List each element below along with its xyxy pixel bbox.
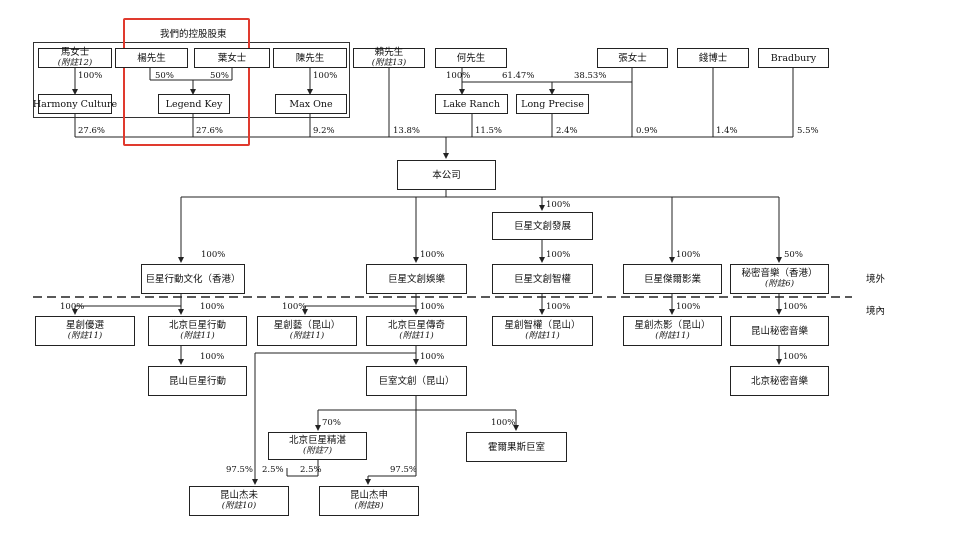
pct-he-long: 61.47% xyxy=(502,71,535,81)
sub-ks-action: 昆山巨星行動 xyxy=(148,366,247,396)
pct-hk-bj-action: 100% xyxy=(200,302,225,312)
shareholder-bradbury: Bradbury xyxy=(758,48,829,68)
pct-maxone-co: 9.2% xyxy=(313,126,335,136)
pct-bj-legend-jiewei: 97.5% xyxy=(226,465,254,475)
pct-ip-ip-ks: 100% xyxy=(546,302,571,312)
sub-dev: 巨星文創發展 xyxy=(492,212,593,240)
sub-bj-legend: 北京巨星傳奇 (附註11) xyxy=(366,316,467,346)
pct-chen-maxone: 100% xyxy=(313,71,338,81)
pct-zhang-long: 38.53% xyxy=(574,71,607,81)
pct-secret-ks-secret: 100% xyxy=(783,302,808,312)
pct-lai-co: 13.8% xyxy=(393,126,421,136)
shareholder-ye: 葉女士 xyxy=(194,48,270,68)
pct-bradbury-co: 5.5% xyxy=(797,126,819,136)
pct-long-co: 2.4% xyxy=(556,126,578,136)
sub-ks-jieshen: 昆山杰申 (附註8) xyxy=(319,486,419,516)
holdco-harmony-culture: Harmony Culture xyxy=(33,94,117,114)
pct-legend-co: 27.6% xyxy=(196,126,224,136)
sub-ip-ks: 星創智權（昆山） (附註11) xyxy=(492,316,593,346)
pct-lake-co: 11.5% xyxy=(475,126,503,136)
pct-jieer-jieying: 100% xyxy=(676,302,701,312)
pct-ma-harmony: 100% xyxy=(78,71,103,81)
pct-bj-action-ks-action: 100% xyxy=(200,352,225,362)
holdco-long-precise: Long Precise xyxy=(516,94,589,114)
company-box: 本公司 xyxy=(397,160,496,190)
sub-ks-secret: 昆山秘密音樂 xyxy=(730,316,829,346)
controlling-group-title: 我們的控股股東 xyxy=(160,29,227,40)
sub-ent: 巨星文創娛樂 xyxy=(366,264,467,294)
pct-ks-wen-jingzhan: 70% xyxy=(322,418,341,428)
pct-co-secret-hk: 50% xyxy=(784,250,803,260)
pct-co-jieer: 100% xyxy=(676,250,701,260)
shareholder-he: 何先生 xyxy=(435,48,507,68)
pct-ks-wen-jieshen: 97.5% xyxy=(390,465,418,475)
highlight-frame xyxy=(123,18,250,146)
sub-art-ks: 星創藝（昆山） (附註11) xyxy=(257,316,357,346)
pct-yang-legend: 50% xyxy=(155,71,174,81)
sub-bj-action: 北京巨星行動 (附註11) xyxy=(148,316,247,346)
sub-bj-jingzhan: 北京巨星精湛 (附註7) xyxy=(268,432,367,460)
controlling-shareholders-group xyxy=(33,42,350,118)
pct-bj-legend-ks-wen: 100% xyxy=(420,352,445,362)
pct-qian-co: 1.4% xyxy=(716,126,738,136)
sub-horgos: 霍爾果斯巨室 xyxy=(466,432,567,462)
sub-ks-wenchuang: 巨室文創（昆山） xyxy=(366,366,467,396)
shareholder-ma: 馬女士 (附註12) xyxy=(38,47,112,68)
pct-hk-youxuan: 100% xyxy=(60,302,85,312)
region-offshore-label: 境外 xyxy=(866,274,886,285)
sub-ks-jiewei: 昆山杰未 (附註10) xyxy=(189,486,289,516)
sub-bj-secret: 北京秘密音樂 xyxy=(730,366,829,396)
pct-co-dev: 100% xyxy=(546,200,571,210)
holdco-max-one: Max One xyxy=(275,94,347,114)
pct-ks-wen-horgos: 100% xyxy=(491,418,516,428)
shareholder-yang: 楊先生 xyxy=(115,48,188,68)
pct-co-ent: 100% xyxy=(420,250,445,260)
shareholder-zhang: 張女士 xyxy=(597,48,668,68)
sub-jieer: 巨星傑爾影業 xyxy=(623,264,722,294)
pct-harmony-co: 27.6% xyxy=(78,126,106,136)
region-onshore-label: 境內 xyxy=(866,306,886,317)
pct-jingzhan-jieshen: 2.5% xyxy=(300,465,322,475)
sub-ip: 巨星文創智權 xyxy=(492,264,593,294)
pct-zhang-co: 0.9% xyxy=(636,126,658,136)
sub-hk-action: 巨星行動文化（香港） xyxy=(141,264,245,294)
pct-ye-legend: 50% xyxy=(210,71,229,81)
sub-jieying-ks: 星創杰影（昆山） (附註11) xyxy=(623,316,722,346)
holdco-lake-ranch: Lake Ranch xyxy=(435,94,508,114)
sub-youxuan: 星創優選 (附註11) xyxy=(35,316,135,346)
shareholder-chen: 陳先生 xyxy=(273,48,347,68)
pct-he-lake: 100% xyxy=(446,71,471,81)
pct-dev-ip: 100% xyxy=(546,250,571,260)
pct-ent-art: 100% xyxy=(282,302,307,312)
shareholder-lai: 賴先生 (附註13) xyxy=(353,47,425,68)
holdco-legend-key: Legend Key xyxy=(158,94,230,114)
pct-ent-bj-legend: 100% xyxy=(420,302,445,312)
pct-ks-secret-bj-secret: 100% xyxy=(783,352,808,362)
shareholder-qian: 錢博士 xyxy=(677,48,749,68)
pct-jingzhan-jiewei: 2.5% xyxy=(262,465,284,475)
sub-secret-hk: 秘密音樂（香港） (附註6) xyxy=(730,264,829,294)
pct-co-hk-action: 100% xyxy=(201,250,226,260)
